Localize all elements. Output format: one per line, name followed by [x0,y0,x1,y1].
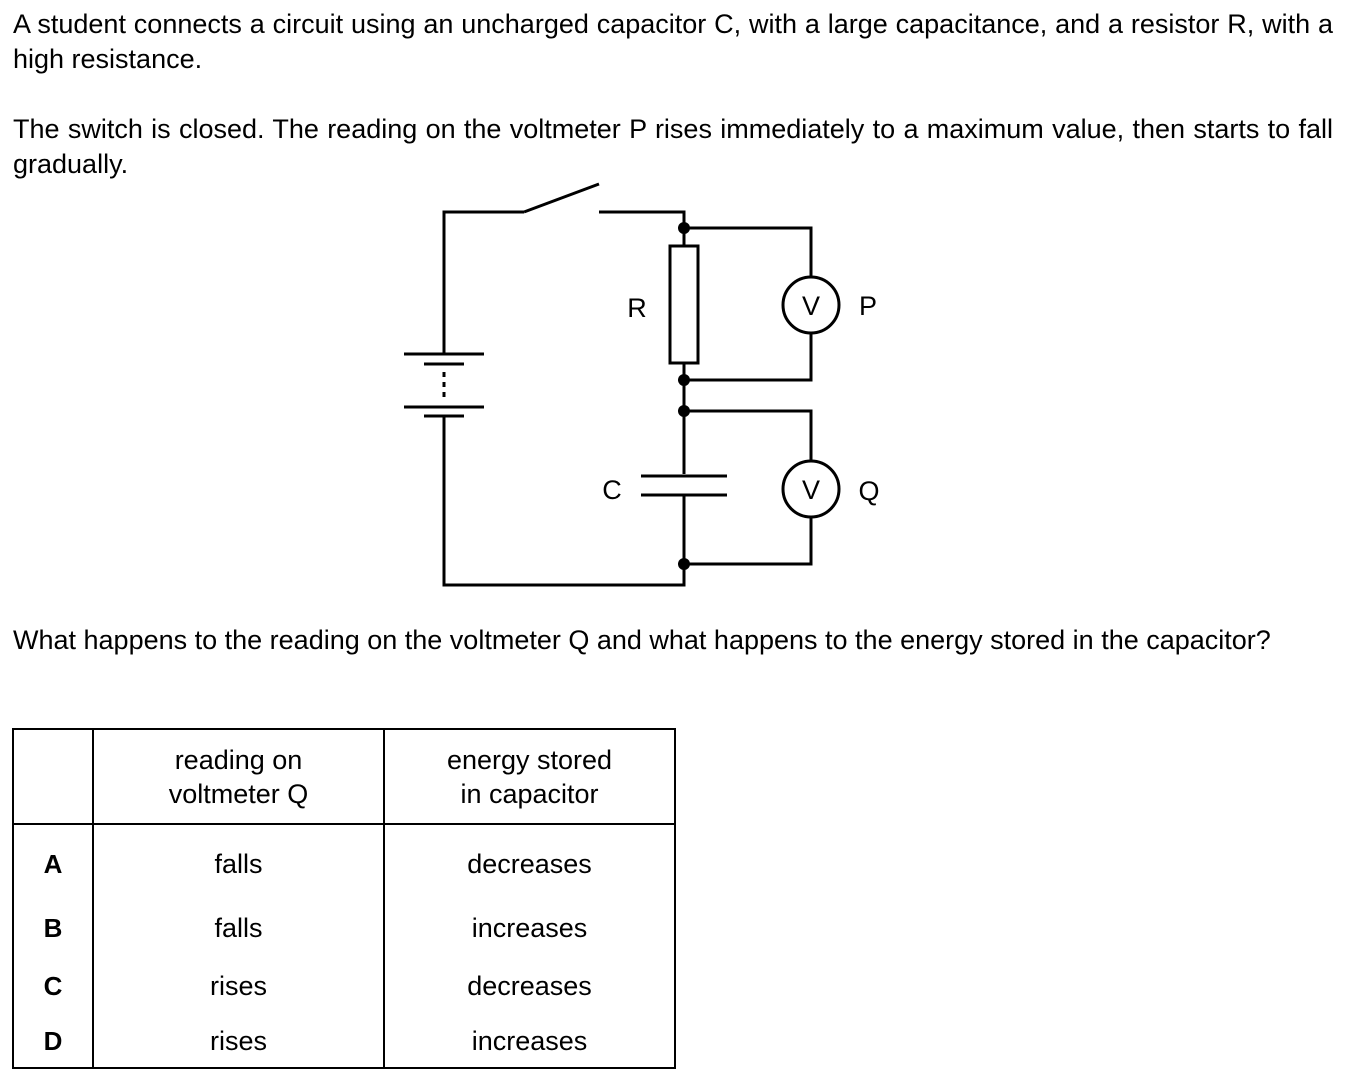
table-row[interactable]: C rises decreases [12,957,676,1015]
wire-voltmeter-q [684,409,813,566]
header-energy-line1: energy stored [446,744,613,775]
table-row[interactable]: D rises increases [12,1015,676,1068]
junction-dots [678,222,690,570]
junction-dot [678,558,690,570]
reading-cell: rises [92,1015,385,1068]
capacitor-symbol [641,474,727,497]
header-reading-line1: reading on [174,744,303,775]
switch-blade [523,182,600,214]
voltmeter-q-label: Q [858,476,879,506]
voltmeter-q-icon [781,459,841,519]
option-letter[interactable]: B [12,899,94,957]
capacitor-label: C [602,475,622,505]
table-row[interactable]: A falls decreases [12,824,676,899]
resistor-symbol [668,244,700,365]
voltmeter-p-symbol: V [802,291,820,321]
header-option-cell [12,729,94,825]
reading-cell: falls [92,899,385,957]
header-reading-line2: voltmeter Q [168,778,309,809]
resistor-label: R [627,293,647,323]
reading-cell: rises [92,957,385,1015]
header-energy-cell: energy stored in capacitor [383,729,676,825]
reading-cell: falls [92,824,385,899]
wire-voltmeter-p [684,226,813,382]
energy-cell: increases [383,1015,676,1068]
table-header-row: reading on voltmeter Q energy stored in … [12,729,676,825]
table-row[interactable]: B falls increases [12,899,676,957]
junction-dot [678,222,690,234]
junction-dot [678,374,690,386]
switch-paragraph: The switch is closed. The reading on the… [13,114,1333,179]
wire-top-right [599,210,686,228]
option-letter[interactable]: A [12,824,94,899]
junction-dot [678,405,690,417]
energy-cell: decreases [383,824,676,899]
voltmeter-p-icon [781,275,841,335]
option-letter[interactable]: C [12,957,94,1015]
option-letter[interactable]: D [12,1015,94,1068]
voltmeter-q-symbol: V [802,475,820,505]
wire-top-left [442,210,524,354]
intro-paragraph: A student connects a circuit using an un… [13,9,1333,74]
energy-cell: decreases [383,957,676,1015]
voltmeter-p-label: P [859,291,877,321]
header-reading-cell: reading on voltmeter Q [92,729,385,825]
header-energy-line2: in capacitor [460,778,599,809]
battery-symbol [404,352,484,418]
question-prompt: What happens to the reading on the voltm… [13,625,1271,655]
energy-cell: increases [383,899,676,957]
answer-table: reading on voltmeter Q energy stored in … [12,728,676,1069]
wire-bottom [442,416,686,587]
